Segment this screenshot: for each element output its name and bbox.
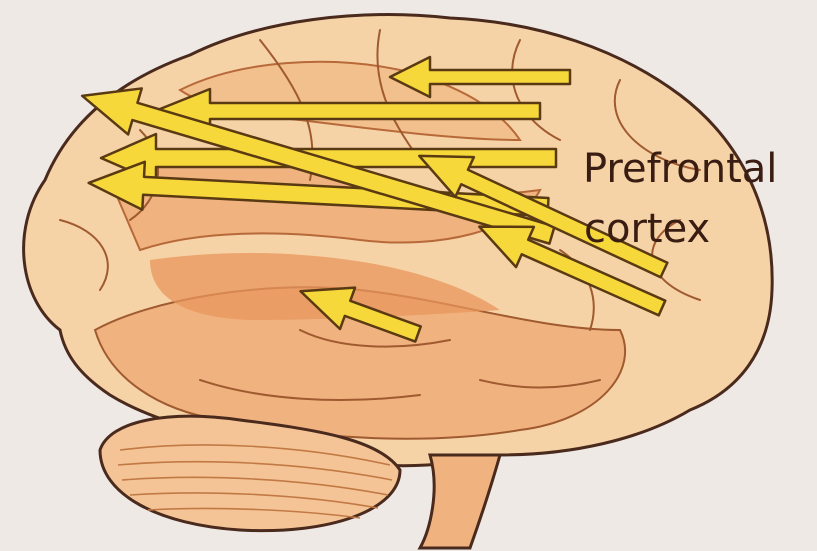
prefrontal-label-line-2: cortex xyxy=(584,206,710,252)
prefrontal-label-line-1: Prefrontal xyxy=(583,146,777,192)
brainstem xyxy=(420,455,500,548)
